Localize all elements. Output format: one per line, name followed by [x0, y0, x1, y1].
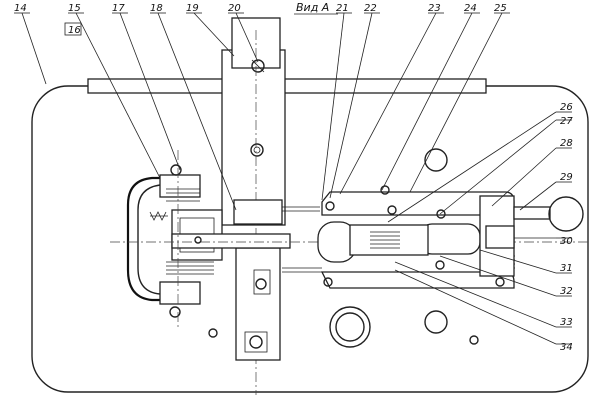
slider-block: [233, 199, 283, 225]
hole-large: [329, 306, 371, 348]
vertical-column: [221, 49, 286, 226]
callout-27: 27: [560, 116, 573, 127]
callout-28: 28: [560, 138, 573, 149]
callout-25: 25: [494, 3, 507, 14]
left-spring-top: [166, 188, 200, 202]
handle-knob: [548, 196, 584, 232]
callout-15: 15: [68, 3, 81, 14]
callout-14: 14: [14, 3, 27, 14]
leader-lines: [14, 12, 572, 345]
callout-19: 19: [186, 3, 199, 14]
right-spring-center: [370, 231, 400, 249]
callout-20: 20: [228, 3, 241, 14]
hole-lower-right: [424, 310, 448, 334]
callout-30: 30: [560, 236, 573, 247]
handle-shaft: [513, 206, 551, 220]
view-title: Вид А: [296, 1, 329, 14]
callout-22: 22: [364, 3, 377, 14]
column-bolt: [250, 143, 264, 157]
roller-mid: [419, 223, 481, 255]
hole-top-right: [424, 148, 448, 172]
callout-31: 31: [560, 263, 573, 274]
callout-23: 23: [428, 3, 441, 14]
callout-16: 16: [68, 25, 81, 36]
callout-33: 33: [560, 317, 573, 328]
callout-24: 24: [464, 3, 477, 14]
lower-strip-bolt: [249, 335, 263, 349]
column-top-bolt: [251, 59, 265, 73]
callout-18: 18: [150, 3, 163, 14]
main-shaft: [171, 233, 291, 249]
callout-26: 26: [560, 102, 573, 113]
callout-29: 29: [560, 172, 573, 183]
left-clamp: [126, 176, 165, 302]
left-spring-bottom: [166, 261, 214, 275]
lower-strip: [235, 247, 281, 361]
callout-34: 34: [560, 342, 573, 353]
callout-21: 21: [336, 3, 349, 14]
callout-17: 17: [112, 3, 125, 14]
callout-32: 32: [560, 286, 573, 297]
top-bar: [87, 78, 487, 94]
